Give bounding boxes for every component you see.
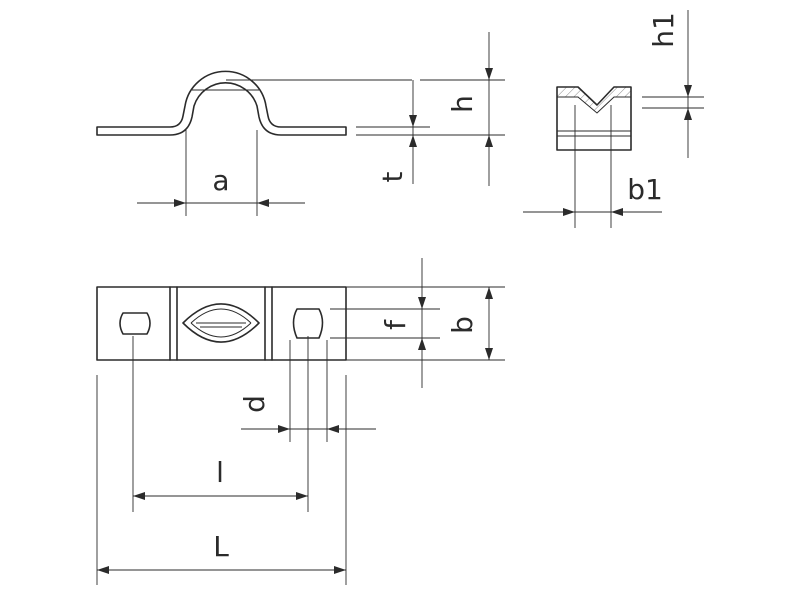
right-slot-hole [292, 308, 324, 339]
dimension-b1: b1 [523, 173, 663, 216]
dimension-h1: h1 [647, 10, 692, 158]
clip-profile [96, 70, 347, 136]
side-view: a t h [96, 32, 505, 216]
center-eye-emboss [182, 303, 260, 343]
top-view: f b d l L [96, 258, 505, 585]
label-h: h [446, 95, 479, 113]
dimension-d: d [238, 395, 376, 433]
label-d: d [238, 395, 271, 413]
label-L: L [213, 530, 229, 563]
label-a: a [212, 164, 229, 197]
label-h1: h1 [647, 12, 680, 48]
plate-outline [96, 286, 347, 361]
label-b: b [446, 316, 479, 334]
label-l: l [216, 456, 224, 489]
dimension-b: b [446, 287, 493, 360]
label-f: f [379, 319, 412, 330]
label-b1: b1 [627, 173, 663, 206]
section-fill [557, 87, 631, 113]
label-t: t [376, 171, 409, 182]
end-view-outline [556, 86, 632, 151]
dimension-t: t [376, 80, 417, 184]
dimension-f: f [379, 258, 426, 388]
dimension-h: h [446, 32, 493, 186]
dimension-l: l [133, 456, 308, 500]
dimension-a: a [137, 164, 305, 207]
dimension-L: L [97, 530, 346, 574]
end-view: h1 b1 [523, 10, 704, 228]
left-slot-hole [119, 312, 151, 335]
